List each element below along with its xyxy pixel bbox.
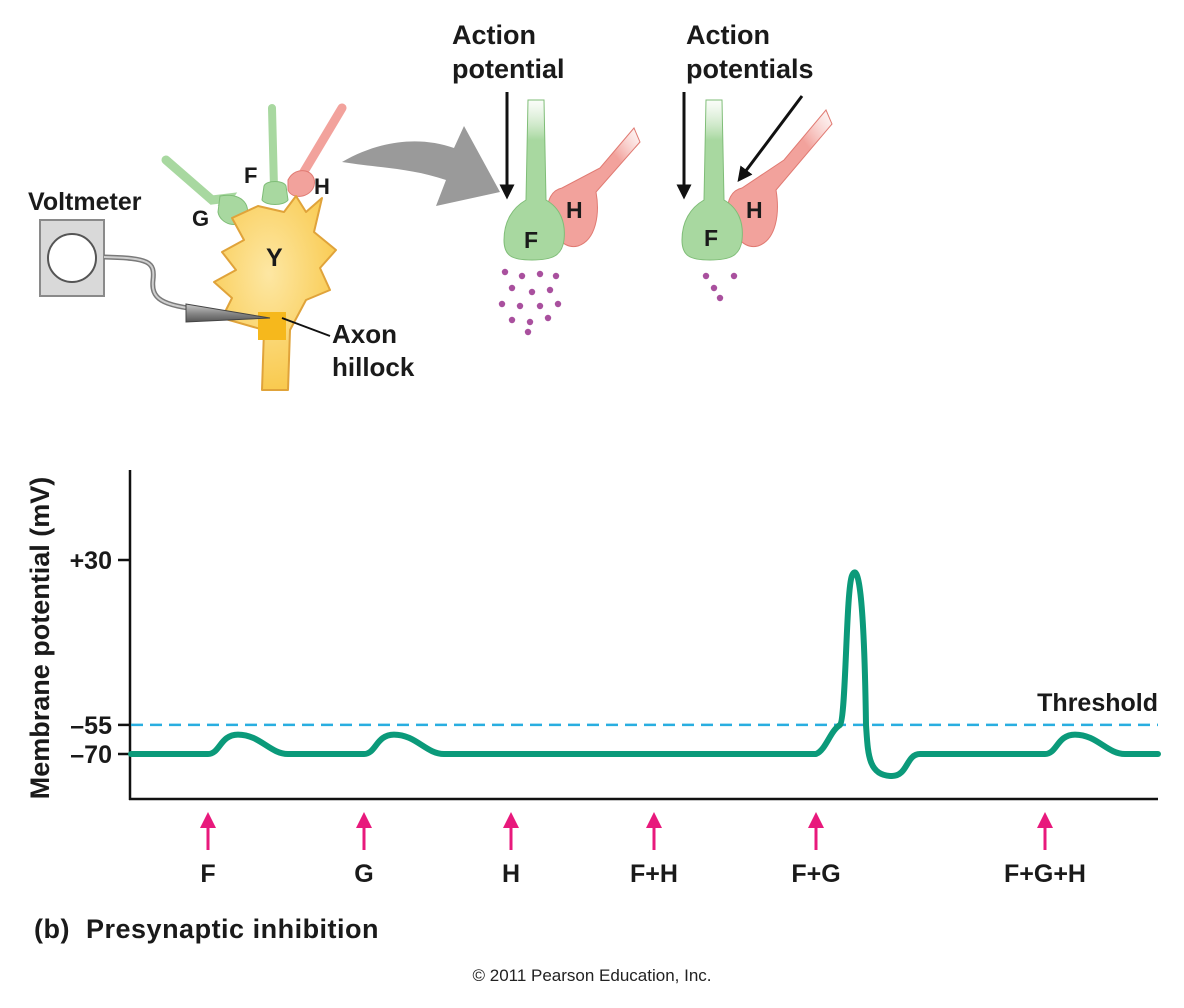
copyright: © 2011 Pearson Education, Inc.: [472, 966, 712, 985]
terminal-f-2: [681, 99, 743, 261]
stimulus-arrowhead: [646, 812, 662, 828]
caption-letter: (b): [34, 914, 70, 944]
y-tick-label: +30: [70, 547, 112, 575]
voltmeter: [39, 219, 206, 313]
membrane-potential-trace: [128, 569, 1161, 779]
y-tick-label: –70: [70, 741, 112, 769]
stimulus-arrowhead: [808, 812, 824, 828]
vesicles-many: [498, 268, 562, 336]
caption-text: Presynaptic inhibition: [86, 914, 380, 944]
panel3-f-label: F: [704, 225, 718, 251]
stimulus-arrowhead: [356, 812, 372, 828]
terminal-h-2: [727, 109, 833, 248]
y-ticks: +30 –55–70: [70, 547, 131, 769]
panel3-h-label: H: [746, 197, 763, 223]
voltmeter-label: Voltmeter: [28, 188, 142, 216]
panel2-h-label: H: [566, 197, 583, 223]
vesicles-few: [702, 272, 738, 302]
panel3-header-line1: Action: [686, 20, 770, 50]
chart: Membrane potential (mV) +30 –55–70 Thresh…: [25, 470, 1161, 888]
neuron-panel: Voltmeter Y F G H Axon hillock: [28, 103, 415, 391]
panel3-header-line2: potentials: [686, 54, 814, 84]
threshold-label: Threshold: [1037, 689, 1158, 717]
presynaptic-f: [261, 104, 289, 205]
hillock-label: hillock: [332, 352, 415, 382]
axon-hillock-leader: [281, 317, 331, 337]
label-h: H: [314, 174, 330, 199]
electrode: [185, 303, 271, 323]
panel2-header-line2: potential: [452, 54, 565, 84]
y-axis-label: Membrane potential (mV): [25, 477, 55, 800]
transition-arrow: [342, 126, 500, 206]
neuron-y-label: Y: [266, 244, 283, 272]
label-g: G: [192, 206, 209, 231]
caption: (b) Presynaptic inhibition: [34, 914, 379, 945]
panel2-f-label: F: [524, 227, 538, 253]
axon-label: Axon: [332, 319, 397, 349]
stimulus-label: F: [200, 860, 215, 888]
stimulus-label: G: [354, 860, 373, 888]
stimulus-label: F+G+H: [1004, 860, 1086, 888]
neuron-y: [213, 195, 337, 391]
stimulus-label: F+H: [630, 860, 678, 888]
label-f: F: [244, 163, 257, 188]
panel-single-ap: Action potential F H: [452, 20, 641, 336]
ap-arrow-h: [737, 95, 804, 182]
stimulus-arrowhead: [1037, 812, 1053, 828]
stimulus-label: H: [502, 860, 520, 888]
stimulus-arrowhead: [503, 812, 519, 828]
terminal-f: [503, 99, 565, 261]
stimulus-label: F+G: [791, 860, 840, 888]
presynaptic-h: [287, 103, 347, 197]
panel2-header-line1: Action: [452, 20, 536, 50]
panel-two-aps: Action potentials F H: [676, 20, 833, 302]
stimulus-markers: F G H F+H F+G F+G+H: [200, 812, 1086, 888]
stimulus-arrowhead: [200, 812, 216, 828]
y-tick-label: –55: [70, 712, 112, 740]
